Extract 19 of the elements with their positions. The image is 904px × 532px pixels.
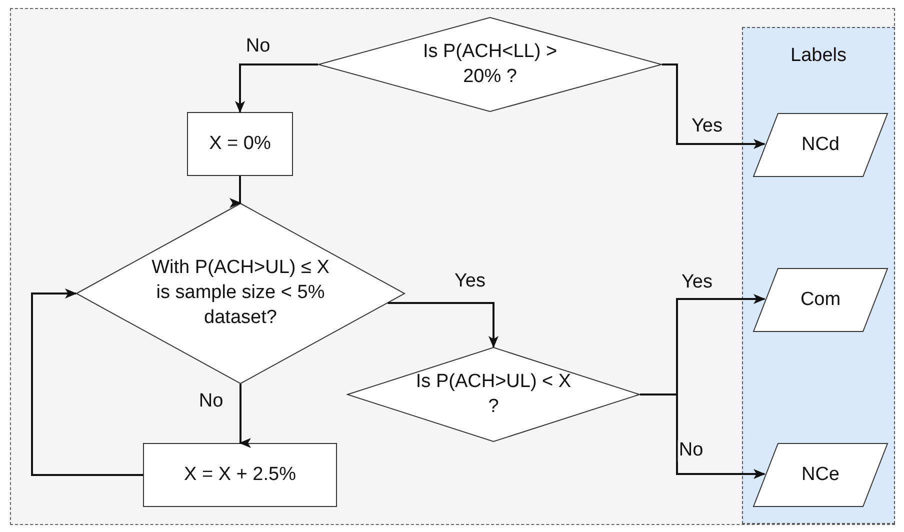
connector-arrow [388, 302, 498, 348]
connector-arrow [31, 288, 143, 476]
node-text: NCd [801, 132, 840, 157]
connector-arrow [640, 394, 766, 479]
connector-arrow [662, 64, 766, 149]
connector-arrow [239, 384, 251, 448]
node-text: With P(ACH>UL) ≤ X is sample size < 5% dataset? [150, 256, 330, 330]
node-text: NCe [801, 462, 840, 487]
node-text: Com [800, 288, 841, 312]
node-text: Is P(ACH>UL) < X ? [414, 370, 572, 418]
labels-group [742, 27, 895, 524]
group-heading: Labels [790, 44, 846, 68]
node-text: Is P(ACH<LL) > 20% ? [422, 40, 558, 88]
node-text: X = X + 2.5% [184, 462, 296, 487]
connector-arrow [235, 64, 318, 113]
connector-arrow [230, 176, 242, 208]
process-box [187, 112, 293, 176]
process-box [143, 443, 337, 507]
node-text: X = 0% [209, 132, 271, 156]
